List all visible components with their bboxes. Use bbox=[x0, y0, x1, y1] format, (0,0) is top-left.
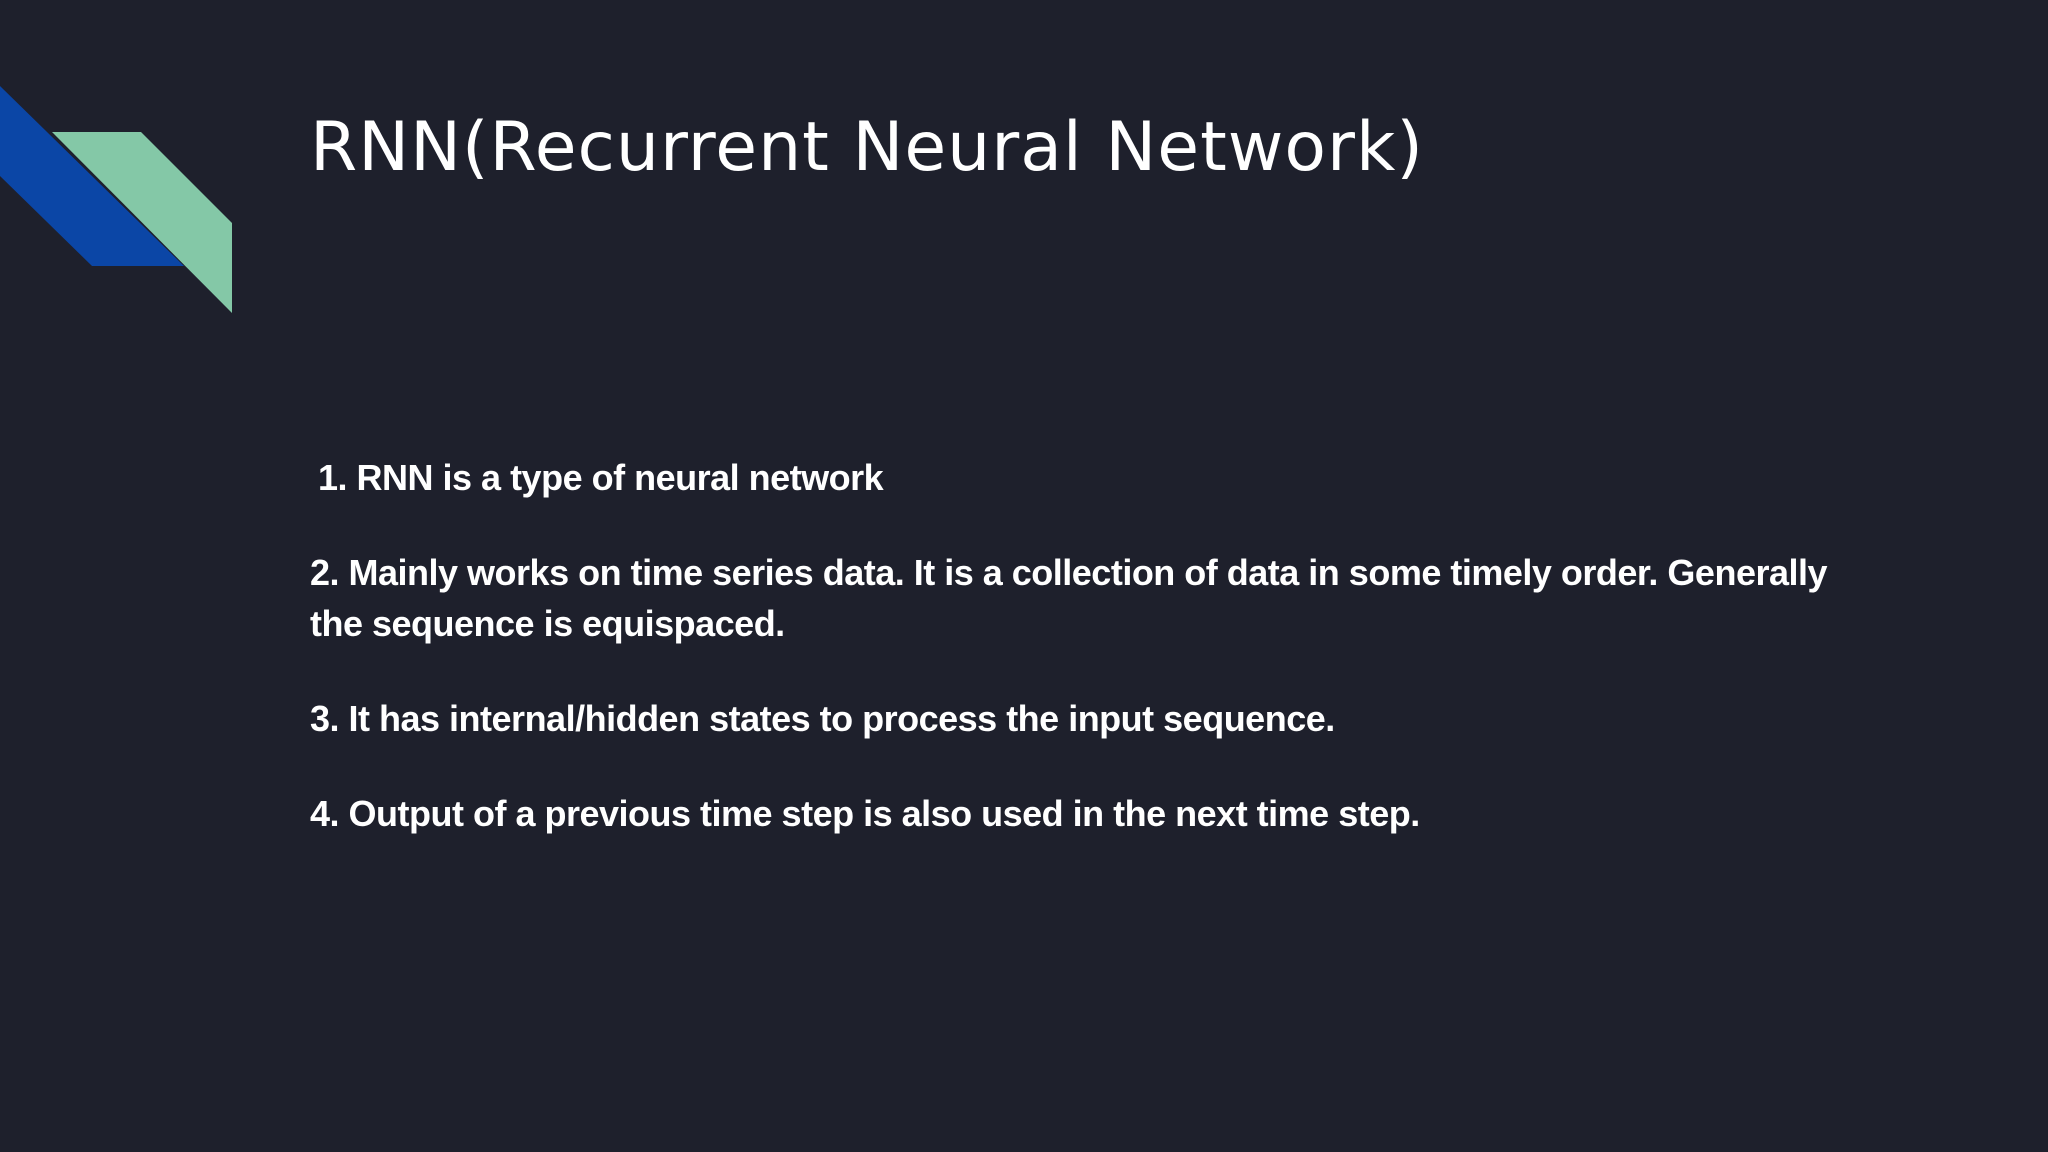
corner-decoration bbox=[0, 86, 232, 313]
bullet-list: 1. RNN is a type of neural network 2. Ma… bbox=[310, 452, 1830, 883]
green-stripe-shape bbox=[52, 132, 232, 313]
blue-stripe-shape bbox=[0, 86, 184, 266]
list-item: 3. It has internal/hidden states to proc… bbox=[310, 698, 1335, 739]
slide-title: RNN(Recurrent Neural Network) bbox=[310, 108, 1424, 187]
list-item: 4. Output of a previous time step is als… bbox=[310, 793, 1420, 834]
list-item: 1. RNN is a type of neural network bbox=[318, 457, 884, 498]
list-item: 2. Mainly works on time series data. It … bbox=[310, 552, 1828, 644]
